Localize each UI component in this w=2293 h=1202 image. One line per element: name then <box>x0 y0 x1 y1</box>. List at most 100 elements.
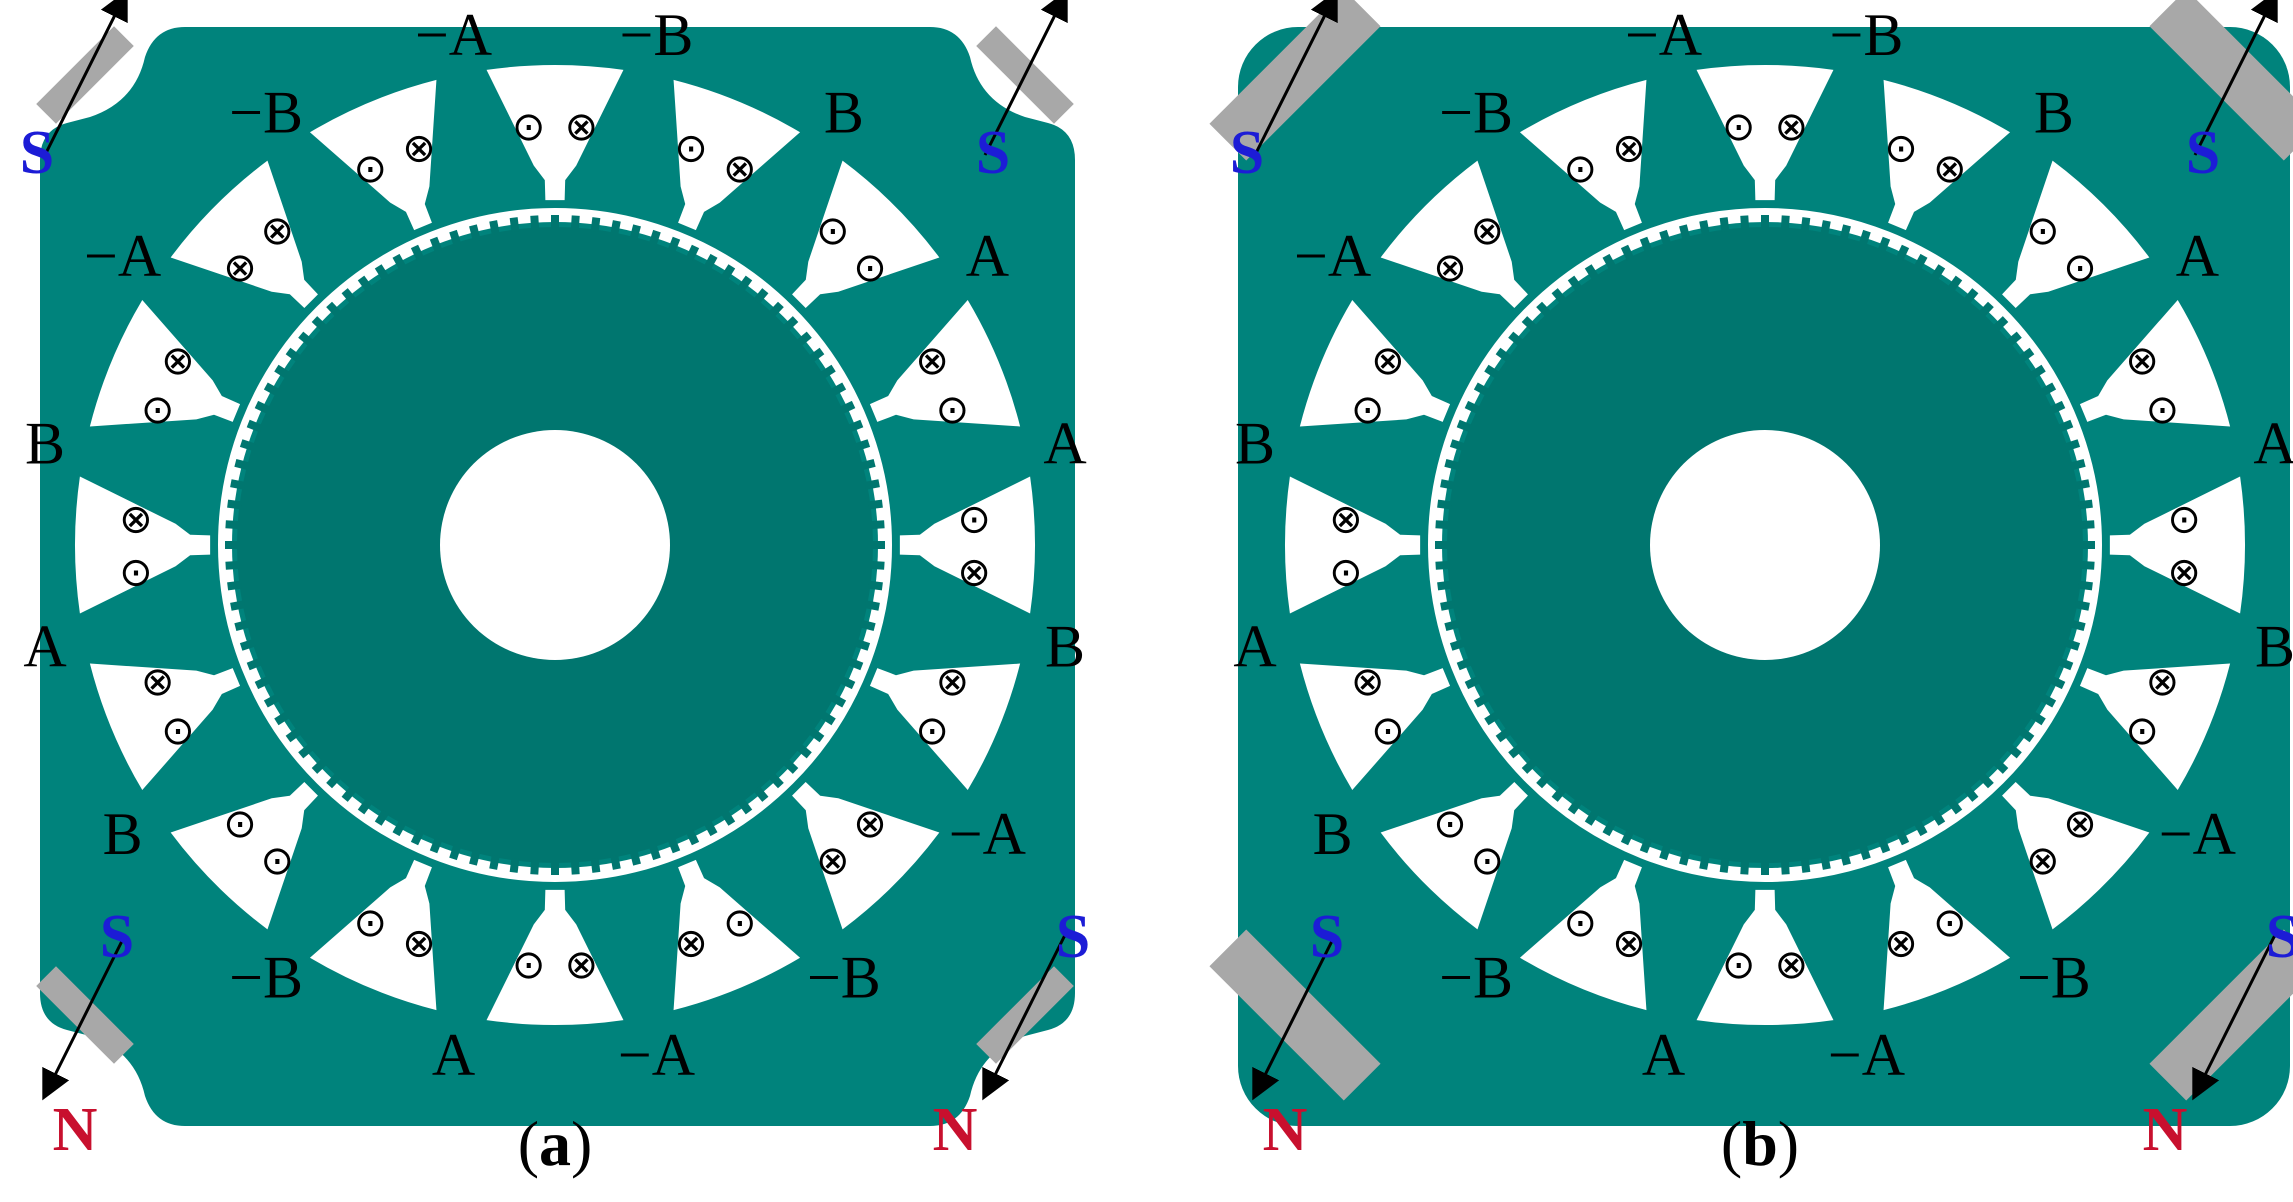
rotor-tooth <box>737 798 753 815</box>
rotor-tooth <box>1679 224 1691 240</box>
rotor-tooth <box>1508 331 1525 347</box>
rotor-tooth <box>1567 275 1583 292</box>
rotor-tooth <box>1895 829 1910 846</box>
rotor-tooth <box>239 439 256 452</box>
rotor-tooth <box>1551 288 1567 305</box>
rotor-tooth <box>2070 619 2086 631</box>
rotor-tooth <box>530 215 540 230</box>
current-into-page-icon: ⊗ <box>957 549 991 595</box>
rotor-tooth <box>868 499 883 510</box>
current-into-page-icon: ⊗ <box>1612 126 1646 172</box>
rotor-tooth <box>1800 217 1811 232</box>
phase-label: A <box>432 1022 475 1088</box>
current-out-of-page-icon: ⊙ <box>1563 900 1597 946</box>
caption-b: (b) <box>1721 1108 1799 1179</box>
rotor-tooth <box>590 217 601 232</box>
rotor-tooth <box>795 331 812 347</box>
stator-slot <box>869 299 1021 427</box>
rotor-tooth <box>829 693 847 708</box>
current-out-of-page-icon: ⊙ <box>1470 838 1504 884</box>
shaft-bore <box>1650 430 1880 660</box>
rotor-tooth <box>610 220 621 236</box>
rotor-tooth <box>2074 600 2090 611</box>
rotor-tooth <box>782 316 799 332</box>
rotor-tooth <box>1602 253 1617 271</box>
rotor-tooth <box>449 229 462 246</box>
south-pole-label: S <box>20 119 54 187</box>
stator-slot <box>2002 782 2150 930</box>
rotor-tooth <box>1521 316 1538 332</box>
phase-label: B <box>824 80 864 146</box>
stator-slot <box>309 859 437 1011</box>
phase-label: A <box>1642 1022 1685 1088</box>
current-out-of-page-icon: ⊙ <box>723 900 757 946</box>
current-into-page-icon: ⊗ <box>402 126 436 172</box>
phase-label: −A <box>415 2 492 68</box>
current-out-of-page-icon: ⊙ <box>1329 549 1363 595</box>
rotor-tooth <box>1963 288 1979 305</box>
rotor-tooth <box>1740 860 1750 875</box>
rotor-tooth <box>1508 743 1525 759</box>
rotor-tooth <box>1858 229 1871 246</box>
rotor-tooth <box>2039 382 2057 397</box>
current-into-page-icon: ⊗ <box>223 245 257 291</box>
phase-label: −B <box>229 944 303 1010</box>
current-out-of-page-icon: ⊙ <box>512 942 546 988</box>
permanent-magnets: SNSNSNSN <box>1209 0 2293 1164</box>
current-into-page-icon: ⊗ <box>1775 942 1809 988</box>
rotor-tooth <box>1978 301 1994 318</box>
rotor-tooth <box>720 809 736 826</box>
stator-slot <box>1299 663 1451 791</box>
current-out-of-page-icon: ⊙ <box>260 838 294 884</box>
rotor-tooth <box>429 837 443 854</box>
south-pole-label: S <box>1310 903 1344 971</box>
current-into-page-icon: ⊗ <box>853 801 887 847</box>
rotor-tooth <box>298 743 315 759</box>
rotor-tooth <box>1464 400 1481 415</box>
current-out-of-page-icon: ⊙ <box>1933 900 1967 946</box>
rotor-tooth <box>2064 638 2081 651</box>
rotor-tooth <box>1820 854 1831 870</box>
stator-slot <box>869 663 1021 791</box>
rotor-tooth <box>1780 215 1790 230</box>
rotor-tooth <box>234 459 250 471</box>
rotor-tooth <box>2039 693 2057 708</box>
rotor-tooth <box>263 382 281 397</box>
current-into-page-icon: ⊗ <box>1470 208 1504 254</box>
stator-slot <box>74 476 211 614</box>
stator-slot <box>1285 476 1421 614</box>
current-out-of-page-icon: ⊙ <box>957 497 991 543</box>
rotor-tooth <box>230 600 246 611</box>
phase-label: B <box>2255 613 2293 679</box>
rotor-tooth <box>570 860 580 875</box>
current-into-page-icon: ⊗ <box>674 920 708 966</box>
rotor-tooth <box>2057 419 2074 433</box>
rotor-tooth <box>374 264 390 281</box>
phase-label: B <box>1235 411 1275 477</box>
rotor-tooth <box>341 785 357 802</box>
phase-label: A <box>2253 411 2293 477</box>
current-into-page-icon: ⊗ <box>936 659 970 705</box>
rotor-tooth <box>1495 727 1512 743</box>
rotor-tooth <box>1456 419 1473 433</box>
rotor-tooth <box>1536 301 1552 318</box>
rotor-tooth <box>2078 499 2093 510</box>
stator-slot <box>673 859 801 1011</box>
current-out-of-page-icon: ⊙ <box>1722 104 1756 150</box>
current-out-of-page-icon: ⊙ <box>853 245 887 291</box>
rotor-tooth <box>847 657 864 671</box>
rotor-tooth <box>1877 837 1891 854</box>
rotor-tooth <box>860 459 876 471</box>
south-pole-label: S <box>976 119 1010 187</box>
figure-b: ⊙⊗⊙⊗⊙⊙⊗⊙⊙⊗⊗⊙⊗⊗⊙⊗⊗⊙⊗⊙⊙⊙⊙⊗⊙⊗⊙⊗⊗⊗⊙⊗ SNSNSNS… <box>1209 0 2293 1164</box>
rotor-tooth <box>808 727 825 743</box>
current-into-page-icon: ⊗ <box>1612 920 1646 966</box>
rotor-tooth <box>864 479 880 490</box>
rotor-tooth <box>285 347 302 363</box>
rotor-tooth <box>860 619 876 631</box>
stator-slot <box>309 79 437 231</box>
current-into-page-icon: ⊗ <box>1884 920 1918 966</box>
rotor-tooth <box>1437 499 1452 510</box>
